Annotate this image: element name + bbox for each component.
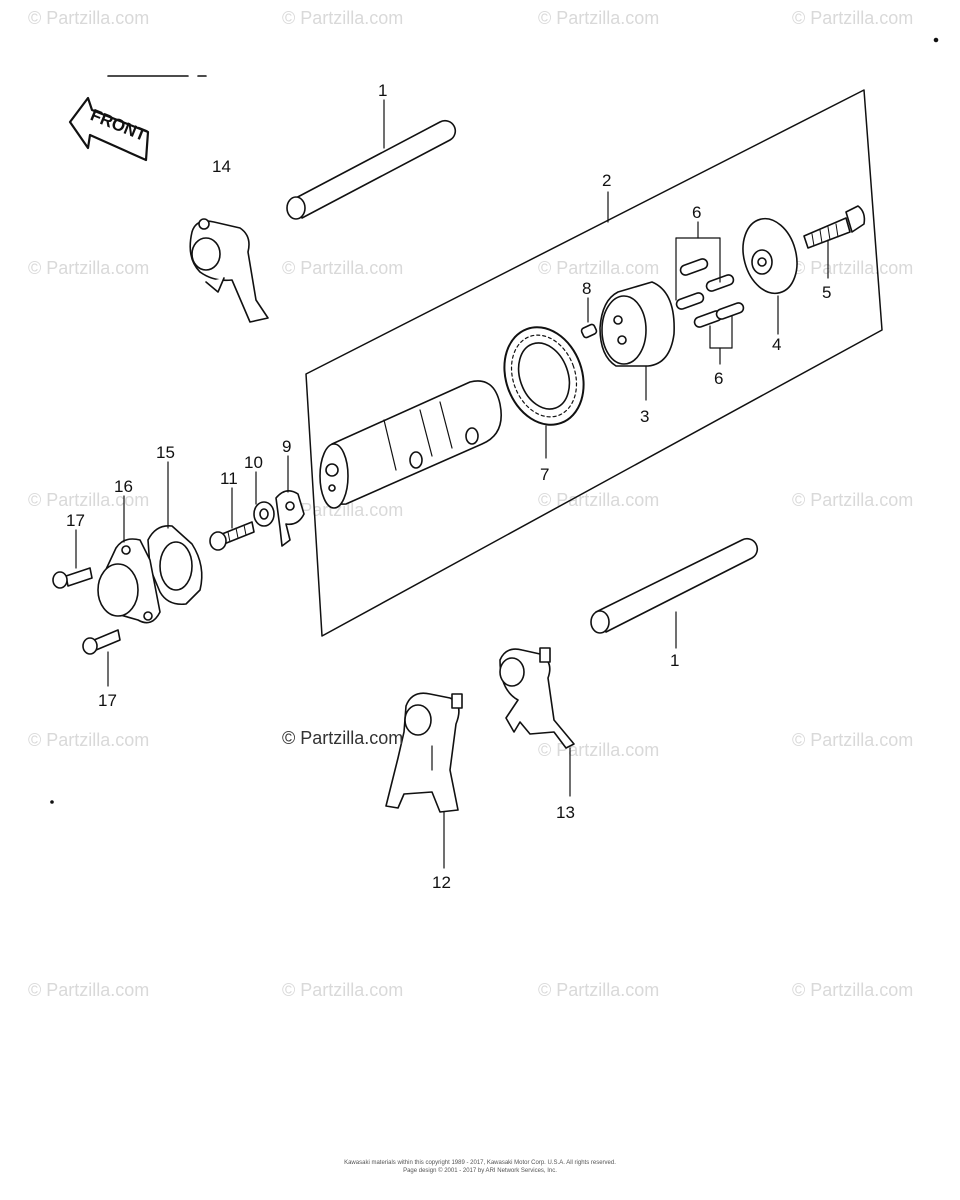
callout-4: 4 (772, 335, 781, 354)
screw-17-lower (82, 629, 121, 655)
washer (253, 501, 275, 527)
callout-3: 3 (640, 407, 649, 426)
callout-17-upper: 17 (66, 511, 85, 530)
shift-fork-12 (385, 692, 463, 813)
bolt-5 (803, 205, 866, 249)
shift-rod-upper (286, 119, 457, 220)
cam-plate (742, 217, 798, 295)
shift-drum (319, 380, 502, 509)
front-arrow: FRONT (68, 96, 150, 162)
callout-11: 11 (220, 469, 238, 488)
callout-labels: 1 2 6 8 5 4 6 3 7 9 10 11 15 16 17 17 14… (66, 81, 831, 892)
callout-9: 9 (282, 437, 291, 456)
callout-10: 10 (244, 453, 263, 472)
shift-fork-14 (189, 218, 269, 323)
stray-mark (50, 800, 54, 804)
stray-mark (933, 37, 939, 43)
footer-copyright: Kawasaki materials within this copyright… (344, 1160, 616, 1166)
callout-1-upper: 1 (378, 81, 387, 100)
callout-17-lower: 17 (98, 691, 117, 710)
callout-1-lower: 1 (670, 651, 679, 670)
assembly-bracket (305, 89, 883, 637)
cover (97, 538, 161, 624)
pin (580, 323, 598, 339)
bearing (503, 326, 585, 426)
callout-2: 2 (602, 171, 611, 190)
bolt-11 (209, 521, 255, 551)
callout-12: 12 (432, 873, 451, 892)
callout-5: 5 (822, 283, 831, 302)
shift-fork-13 (499, 647, 575, 749)
gasket (147, 524, 203, 606)
callout-13: 13 (556, 803, 575, 822)
callout-6-lower: 6 (714, 369, 723, 388)
callout-6-upper: 6 (692, 203, 701, 222)
pins-set (675, 258, 745, 328)
callout-8: 8 (582, 279, 591, 298)
callout-7: 7 (540, 465, 549, 484)
callout-16: 16 (114, 477, 133, 496)
stopper (275, 490, 305, 547)
center-watermark: © Partzilla.com (282, 728, 404, 748)
screw-17-upper (52, 567, 93, 589)
callout-14: 14 (212, 157, 231, 176)
leader-lines (75, 99, 829, 869)
shift-rod-lower (590, 537, 759, 634)
footer-page-design: Page design © 2001 - 2017 by ARI Network… (403, 1168, 557, 1174)
callout-15: 15 (156, 443, 175, 462)
pin-holder (599, 281, 675, 367)
